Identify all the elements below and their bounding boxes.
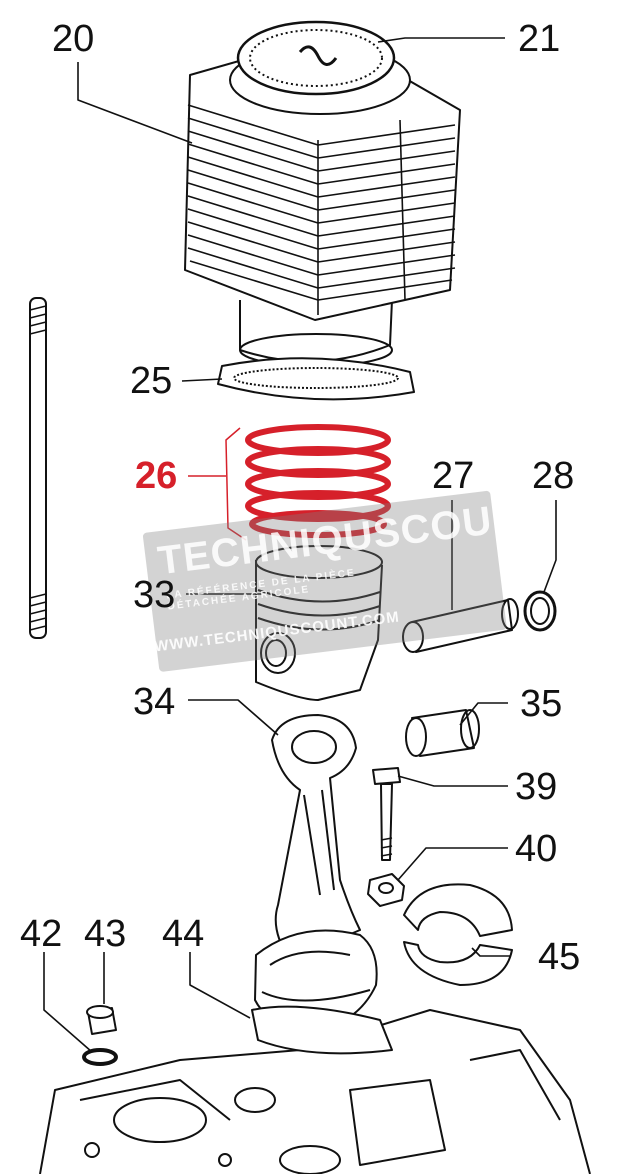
rod-nut — [367, 873, 405, 907]
leader-lines — [43, 37, 557, 1053]
callout-27: 27 — [432, 455, 475, 497]
callout-20: 20 — [52, 18, 95, 60]
cylinder — [184, 34, 461, 367]
drain-plug — [86, 1005, 117, 1035]
crankcase — [39, 1005, 591, 1174]
callout-42: 42 — [20, 913, 63, 955]
callout-43: 43 — [84, 913, 127, 955]
bearing-shells — [403, 883, 513, 986]
piston-rings — [245, 424, 391, 538]
callout-45: 45 — [538, 936, 581, 978]
base-gasket — [217, 357, 415, 401]
callout-33: 33 — [133, 574, 176, 616]
callout-21: 21 — [518, 18, 561, 60]
callout-25: 25 — [130, 360, 173, 402]
stud-bolt — [29, 297, 47, 639]
rod-bolt — [372, 767, 401, 861]
callout-35: 35 — [520, 683, 563, 725]
circlip — [523, 590, 557, 632]
callout-39: 39 — [515, 766, 558, 808]
piston — [255, 545, 383, 701]
callout-44: 44 — [162, 913, 205, 955]
piston-pin — [402, 598, 519, 653]
callout-34: 34 — [133, 681, 176, 723]
small-end-bushing — [405, 709, 480, 757]
connecting-rod — [254, 714, 378, 1031]
callout-40: 40 — [515, 828, 558, 870]
callout-28: 28 — [532, 455, 575, 497]
head-gasket-ring — [236, 20, 396, 96]
callout-26: 26 — [135, 455, 178, 497]
plug-washer — [82, 1048, 118, 1066]
